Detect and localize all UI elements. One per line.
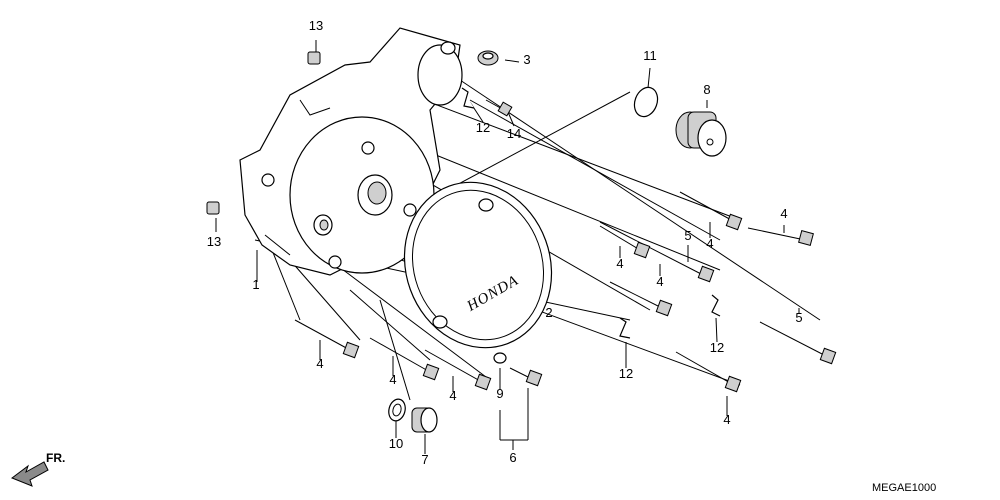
bolt-6 — [509, 367, 543, 387]
grommet — [477, 50, 499, 66]
bolt-4c — [599, 225, 651, 259]
plug-cap — [675, 111, 727, 157]
bolt-4h — [675, 351, 742, 393]
callout-c3: 3 — [523, 52, 530, 67]
callout-c10: 10 — [389, 436, 403, 451]
left-crankcase-cover — [239, 27, 463, 276]
bolt-4d — [609, 281, 673, 317]
clips — [461, 87, 721, 339]
callout-c12b: 12 — [710, 340, 724, 355]
small-plug-cap — [411, 407, 438, 433]
callout-c4h: 4 — [723, 412, 730, 427]
callout-c12c: 12 — [619, 366, 633, 381]
bolt-5a — [599, 221, 715, 283]
callout-c6: 6 — [509, 450, 516, 465]
callout-c8: 8 — [703, 82, 710, 97]
bolt-4e — [294, 319, 360, 359]
callout-c4g: 4 — [449, 388, 456, 403]
bolt-4f — [369, 337, 440, 381]
callout-c9: 9 — [496, 386, 503, 401]
callout-c13b: 13 — [207, 234, 221, 249]
callout-c1: 1 — [252, 277, 259, 292]
diagram-code: MEGAE1000 — [872, 482, 936, 494]
callout-c4a: 4 — [780, 206, 787, 221]
callout-c4e: 4 — [316, 356, 323, 371]
callout-c13a: 13 — [309, 18, 323, 33]
callout-c5b: 5 — [795, 310, 802, 325]
bolt-5b — [759, 321, 837, 365]
callout-c5a: 5 — [684, 228, 691, 243]
callout-c4c: 4 — [616, 256, 623, 271]
callout-c11: 11 — [643, 48, 657, 63]
dowel-pins — [206, 51, 321, 215]
front-direction-arrow: FR. — [10, 451, 65, 487]
callout-c14: 14 — [507, 126, 521, 141]
bolt-4b — [679, 191, 743, 231]
outer-cover: HONDA — [403, 181, 553, 349]
callout-c4f: 4 — [389, 372, 396, 387]
callout-c12a: 12 — [476, 120, 490, 135]
bolts — [294, 191, 837, 393]
callout-c7: 7 — [421, 452, 428, 467]
small-bolt — [485, 99, 513, 117]
bolt-4a — [747, 227, 814, 246]
callout-c4b: 4 — [706, 236, 713, 251]
o-ring-small — [388, 398, 406, 422]
washer-9 — [493, 352, 507, 364]
o-ring — [633, 86, 659, 118]
callout-c2: 2 — [545, 305, 552, 320]
bolt-4g — [424, 349, 492, 391]
front-label: FR. — [46, 451, 65, 465]
callout-c4d: 4 — [656, 274, 663, 289]
